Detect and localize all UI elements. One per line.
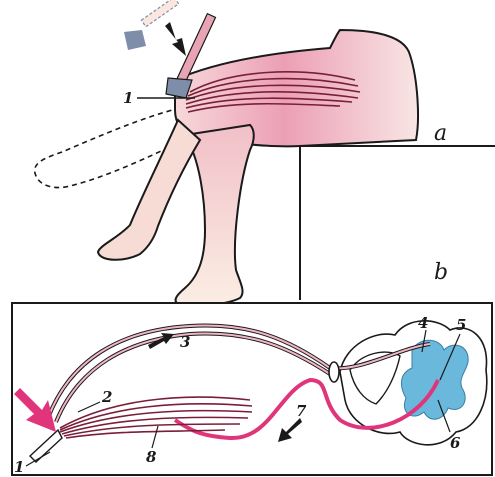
- hammer-motion-arrow: [165, 22, 186, 56]
- label-tendon: 1: [14, 458, 24, 476]
- label-motor-neuron: 6: [450, 434, 461, 452]
- back-leg: [98, 120, 200, 260]
- panel-letter-a: a: [434, 121, 447, 146]
- label-afferent-arrow: 3: [180, 333, 190, 351]
- label-receptor: 2: [101, 388, 112, 406]
- label-synapse: 5: [456, 316, 466, 334]
- panel-letter-b: b: [434, 260, 448, 285]
- root-collar: [329, 362, 339, 382]
- table-edge: [300, 146, 495, 300]
- label-efferent-arrow: 7: [296, 402, 307, 420]
- label-muscle: 8: [146, 448, 157, 466]
- label-patellar-tendon: 1: [123, 89, 133, 107]
- label-grey-matter: 4: [418, 314, 428, 332]
- panel-b: 1 2 3 4 5 6 7 8: [12, 303, 492, 476]
- panel-a: 1 a: [35, 0, 495, 306]
